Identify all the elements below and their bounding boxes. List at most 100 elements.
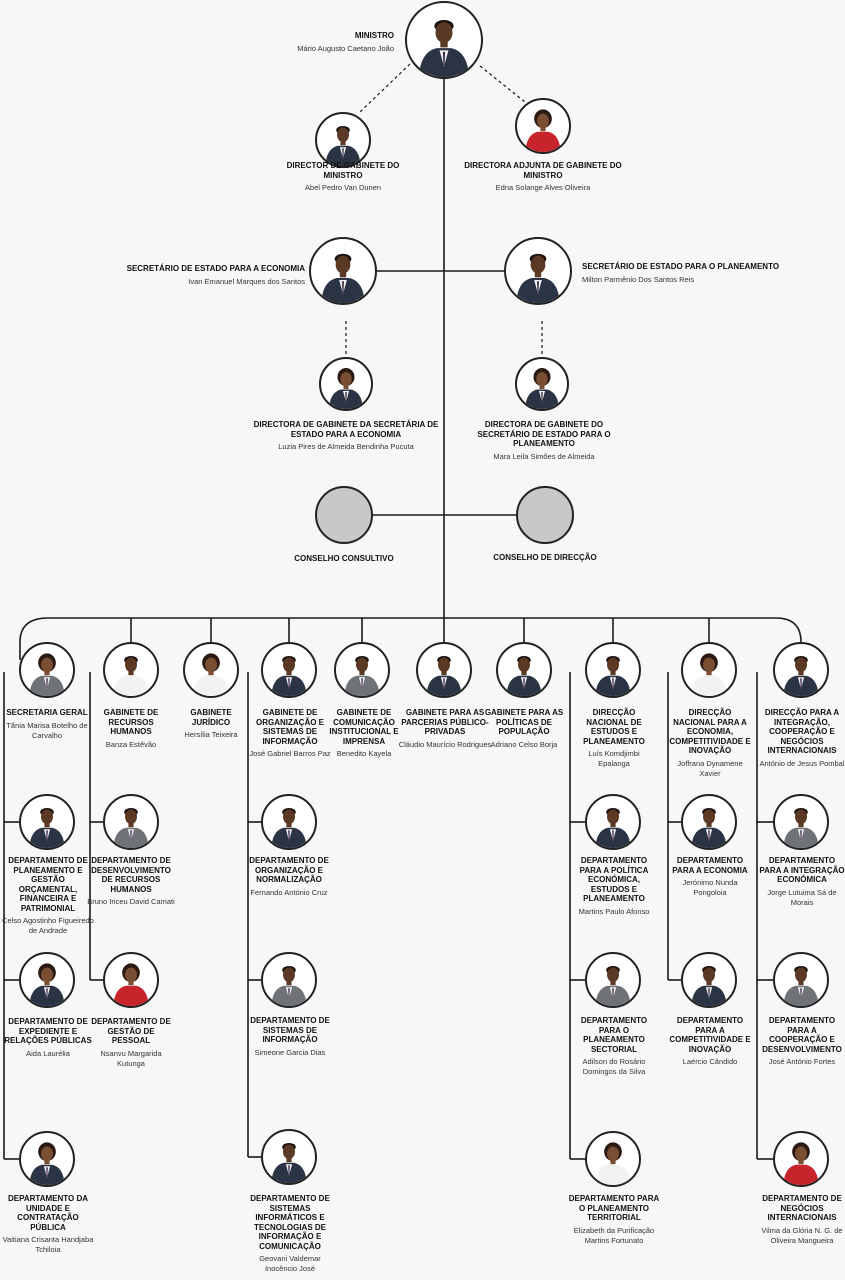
org-node-name: Jerónimo Nunda Pongoloia [682, 878, 738, 897]
org-node-title: DIRECTORA ADJUNTA DE GABINETE DO MINISTR… [464, 161, 622, 180]
person-portrait-icon [19, 794, 75, 850]
org-node-name: Adilson do Rosário Domingos da Silva [582, 1057, 646, 1076]
org-node-name: Tânia Marisa Botelho de Carvalho [6, 721, 88, 740]
org-node-name: Joffrana Dynamene Xavier [677, 759, 743, 778]
org-node-title: DIRECÇÃO NACIONAL PARA A ECONOMIA, COMPE… [669, 708, 751, 755]
person-portrait-icon [315, 112, 371, 168]
person-portrait-icon [773, 952, 829, 1008]
person-portrait-icon [681, 794, 737, 850]
org-node-title: SECRETÁRIO DE ESTADO PARA A ECONOMIA [126, 264, 305, 273]
org-node-name: Vaitiana Crisanta Handjaba Tchiloia [2, 1235, 94, 1254]
placeholder-circle [516, 486, 574, 544]
org-node-title: GABINETE DE COMUNICAÇÃO INSTITUCIONAL E … [329, 708, 399, 746]
org-node-name: Edna Solange Alves Oliveira [495, 183, 591, 192]
org-node-name: Simeone Garcia Dias [254, 1048, 326, 1057]
org-node-name: Elizabeth da Purificação Martins Fortuna… [573, 1226, 655, 1245]
org-node-title: DEPARTAMENTO DE SISTEMAS INFORMÁTICOS E … [250, 1194, 330, 1251]
org-node-title: DEPARTAMENTO PARA A COOPERAÇÃO E DESENVO… [762, 1016, 842, 1054]
org-node-name: Nsanvu Margarida Kutunga [100, 1049, 162, 1068]
org-node-title: GABINETE PARA AS POLÍTICAS DE POPULAÇÃO [484, 708, 564, 736]
person-portrait-icon [261, 642, 317, 698]
person-portrait-icon [585, 642, 641, 698]
org-node-title: DIRECÇÃO NACIONAL DE ESTUDOS E PLANEAMEN… [583, 708, 645, 746]
org-node-title: DEPARTAMENTO DE ORGANIZAÇÃO E NORMALIZAÇ… [249, 856, 329, 884]
org-node-name: António de Jesus Pombal [759, 759, 845, 768]
org-node-name: Celso Agostinho Figueiredo de Andrade [2, 916, 94, 935]
person-portrait-icon [773, 642, 829, 698]
org-node-title: DEPARTAMENTO PARA O PLANEAMENTO SECTORIA… [580, 1016, 648, 1054]
person-portrait-icon [681, 952, 737, 1008]
person-portrait-icon [19, 642, 75, 698]
person-portrait-icon [773, 794, 829, 850]
org-node-title: DEPARTAMENTO DE EXPEDIENTE E RELAÇÕES PÚ… [4, 1017, 92, 1045]
person-portrait-icon [261, 794, 317, 850]
org-node-name: José Gabriel Barros Paz [249, 749, 331, 758]
org-node-title: DIRECTORA DE GABINETE DA SECRETÁRIA DE E… [253, 420, 439, 439]
org-node-name: Vilma da Glória N. G. de Oliveira Mangue… [761, 1226, 843, 1245]
org-node-name: Hersília Teixeira [184, 730, 238, 739]
person-portrait-icon [504, 237, 572, 305]
person-portrait-icon [19, 952, 75, 1008]
org-node-name: Aida Laurélia [26, 1049, 70, 1058]
person-portrait-icon [183, 642, 239, 698]
org-node-title: MINISTRO [354, 31, 394, 40]
person-portrait-icon [585, 1131, 641, 1187]
person-portrait-icon [19, 1131, 75, 1187]
org-node-title: GABINETE JURÍDICO [190, 708, 232, 727]
org-node-name: Luís Komdjimbi Epalanga [588, 749, 640, 768]
person-portrait-icon [416, 642, 472, 698]
person-portrait-icon [261, 952, 317, 1008]
person-portrait-icon [515, 357, 569, 411]
org-node-title: DEPARTAMENTO DE GESTÃO DE PESSOAL [91, 1017, 171, 1045]
placeholder-circle [315, 486, 373, 544]
org-node-title: GABINETE PARA AS PARCERIAS PÚBLICO-PRIVA… [401, 708, 489, 736]
org-node-name: Mara Leila Simões de Almeida [493, 452, 595, 461]
dashed-connector [479, 65, 531, 107]
org-node-name: Geovani Valdemar Inocêncio José [259, 1254, 321, 1273]
org-node-title: DEPARTAMENTO PARA A POLÍTICA ECONÓMICA, … [579, 856, 649, 903]
org-node-title: CONSELHO CONSULTIVO [294, 554, 394, 563]
org-node-name: Benedito Kayela [336, 749, 392, 758]
org-node-title: DIRECÇÃO PARA A INTEGRAÇÃO, COOPERAÇÃO E… [764, 708, 840, 755]
person-portrait-icon [515, 98, 571, 154]
org-node-title: DEPARTAMENTO DE DESENVOLVIMENTO DE RECUR… [91, 856, 171, 894]
person-portrait-icon [309, 237, 377, 305]
org-node-name: Jorge Lutuima Sá de Morais [767, 888, 837, 907]
person-portrait-icon [319, 357, 373, 411]
org-node-name: Ivan Emanuel Marques dos Santos [188, 277, 305, 286]
person-portrait-icon [773, 1131, 829, 1187]
org-node-title: DEPARTAMENTO PARA A INTEGRAÇÃO ECONÓMICA [759, 856, 845, 884]
org-node-name: Bruno Iriceu David Camati [87, 897, 175, 906]
person-portrait-icon [585, 952, 641, 1008]
org-node-name: José António Fortes [768, 1057, 836, 1066]
person-portrait-icon [261, 1129, 317, 1185]
org-node-name: Martins Paulo Afonso [578, 907, 650, 916]
person-portrait-icon [681, 642, 737, 698]
org-node-name: Luzia Pires de Almeida Bendinha Pucuta [278, 442, 414, 451]
org-node-name: Cláudio Maurício Rodrigues [398, 740, 492, 749]
org-node-title: DEPARTAMENTO DA UNIDADE E CONTRATAÇÃO PÚ… [8, 1194, 88, 1232]
org-node-title: SECRETARIA GERAL [6, 708, 88, 717]
org-node-name: Mário Augusto Caetano João [297, 44, 394, 53]
org-node-title: DEPARTAMENTO DE PLANEAMENTO E GESTÃO ORÇ… [8, 856, 88, 913]
person-portrait-icon [585, 794, 641, 850]
org-node-name: Laércio Cândido [682, 1057, 738, 1066]
org-node-title: CONSELHO DE DIRECÇÃO [493, 553, 597, 562]
org-node-name: Abel Pedro Van Dunen [304, 183, 382, 192]
org-node-title: DEPARTAMENTO PARA O PLANEAMENTO TERRITOR… [568, 1194, 660, 1222]
org-node-title: DEPARTAMENTO PARA A COMPETITIVIDADE E IN… [669, 1016, 751, 1054]
org-node-name: Milton Parmênio Dos Santos Reis [582, 275, 695, 284]
org-node-title: DIRECTORA DE GABINETE DO SECRETÁRIO DE E… [477, 420, 611, 448]
dashed-connector [359, 63, 411, 113]
person-portrait-icon [103, 794, 159, 850]
org-node-title: DIRECTOR DE GABINETE DO MINISTRO [286, 161, 400, 180]
person-portrait-icon [334, 642, 390, 698]
org-node-title: SECRETÁRIO DE ESTADO PARA O PLANEAMENTO [582, 262, 780, 271]
org-node-title: DEPARTAMENTO PARA A ECONOMIA [672, 856, 748, 875]
org-node-title: GABINETE DE ORGANIZAÇÃO E SISTEMAS DE IN… [256, 708, 324, 746]
connector-line [19, 617, 802, 660]
person-portrait-icon [103, 642, 159, 698]
org-node-title: DEPARTAMENTO DE SISTEMAS DE INFORMAÇÃO [250, 1016, 330, 1044]
person-portrait-icon [496, 642, 552, 698]
